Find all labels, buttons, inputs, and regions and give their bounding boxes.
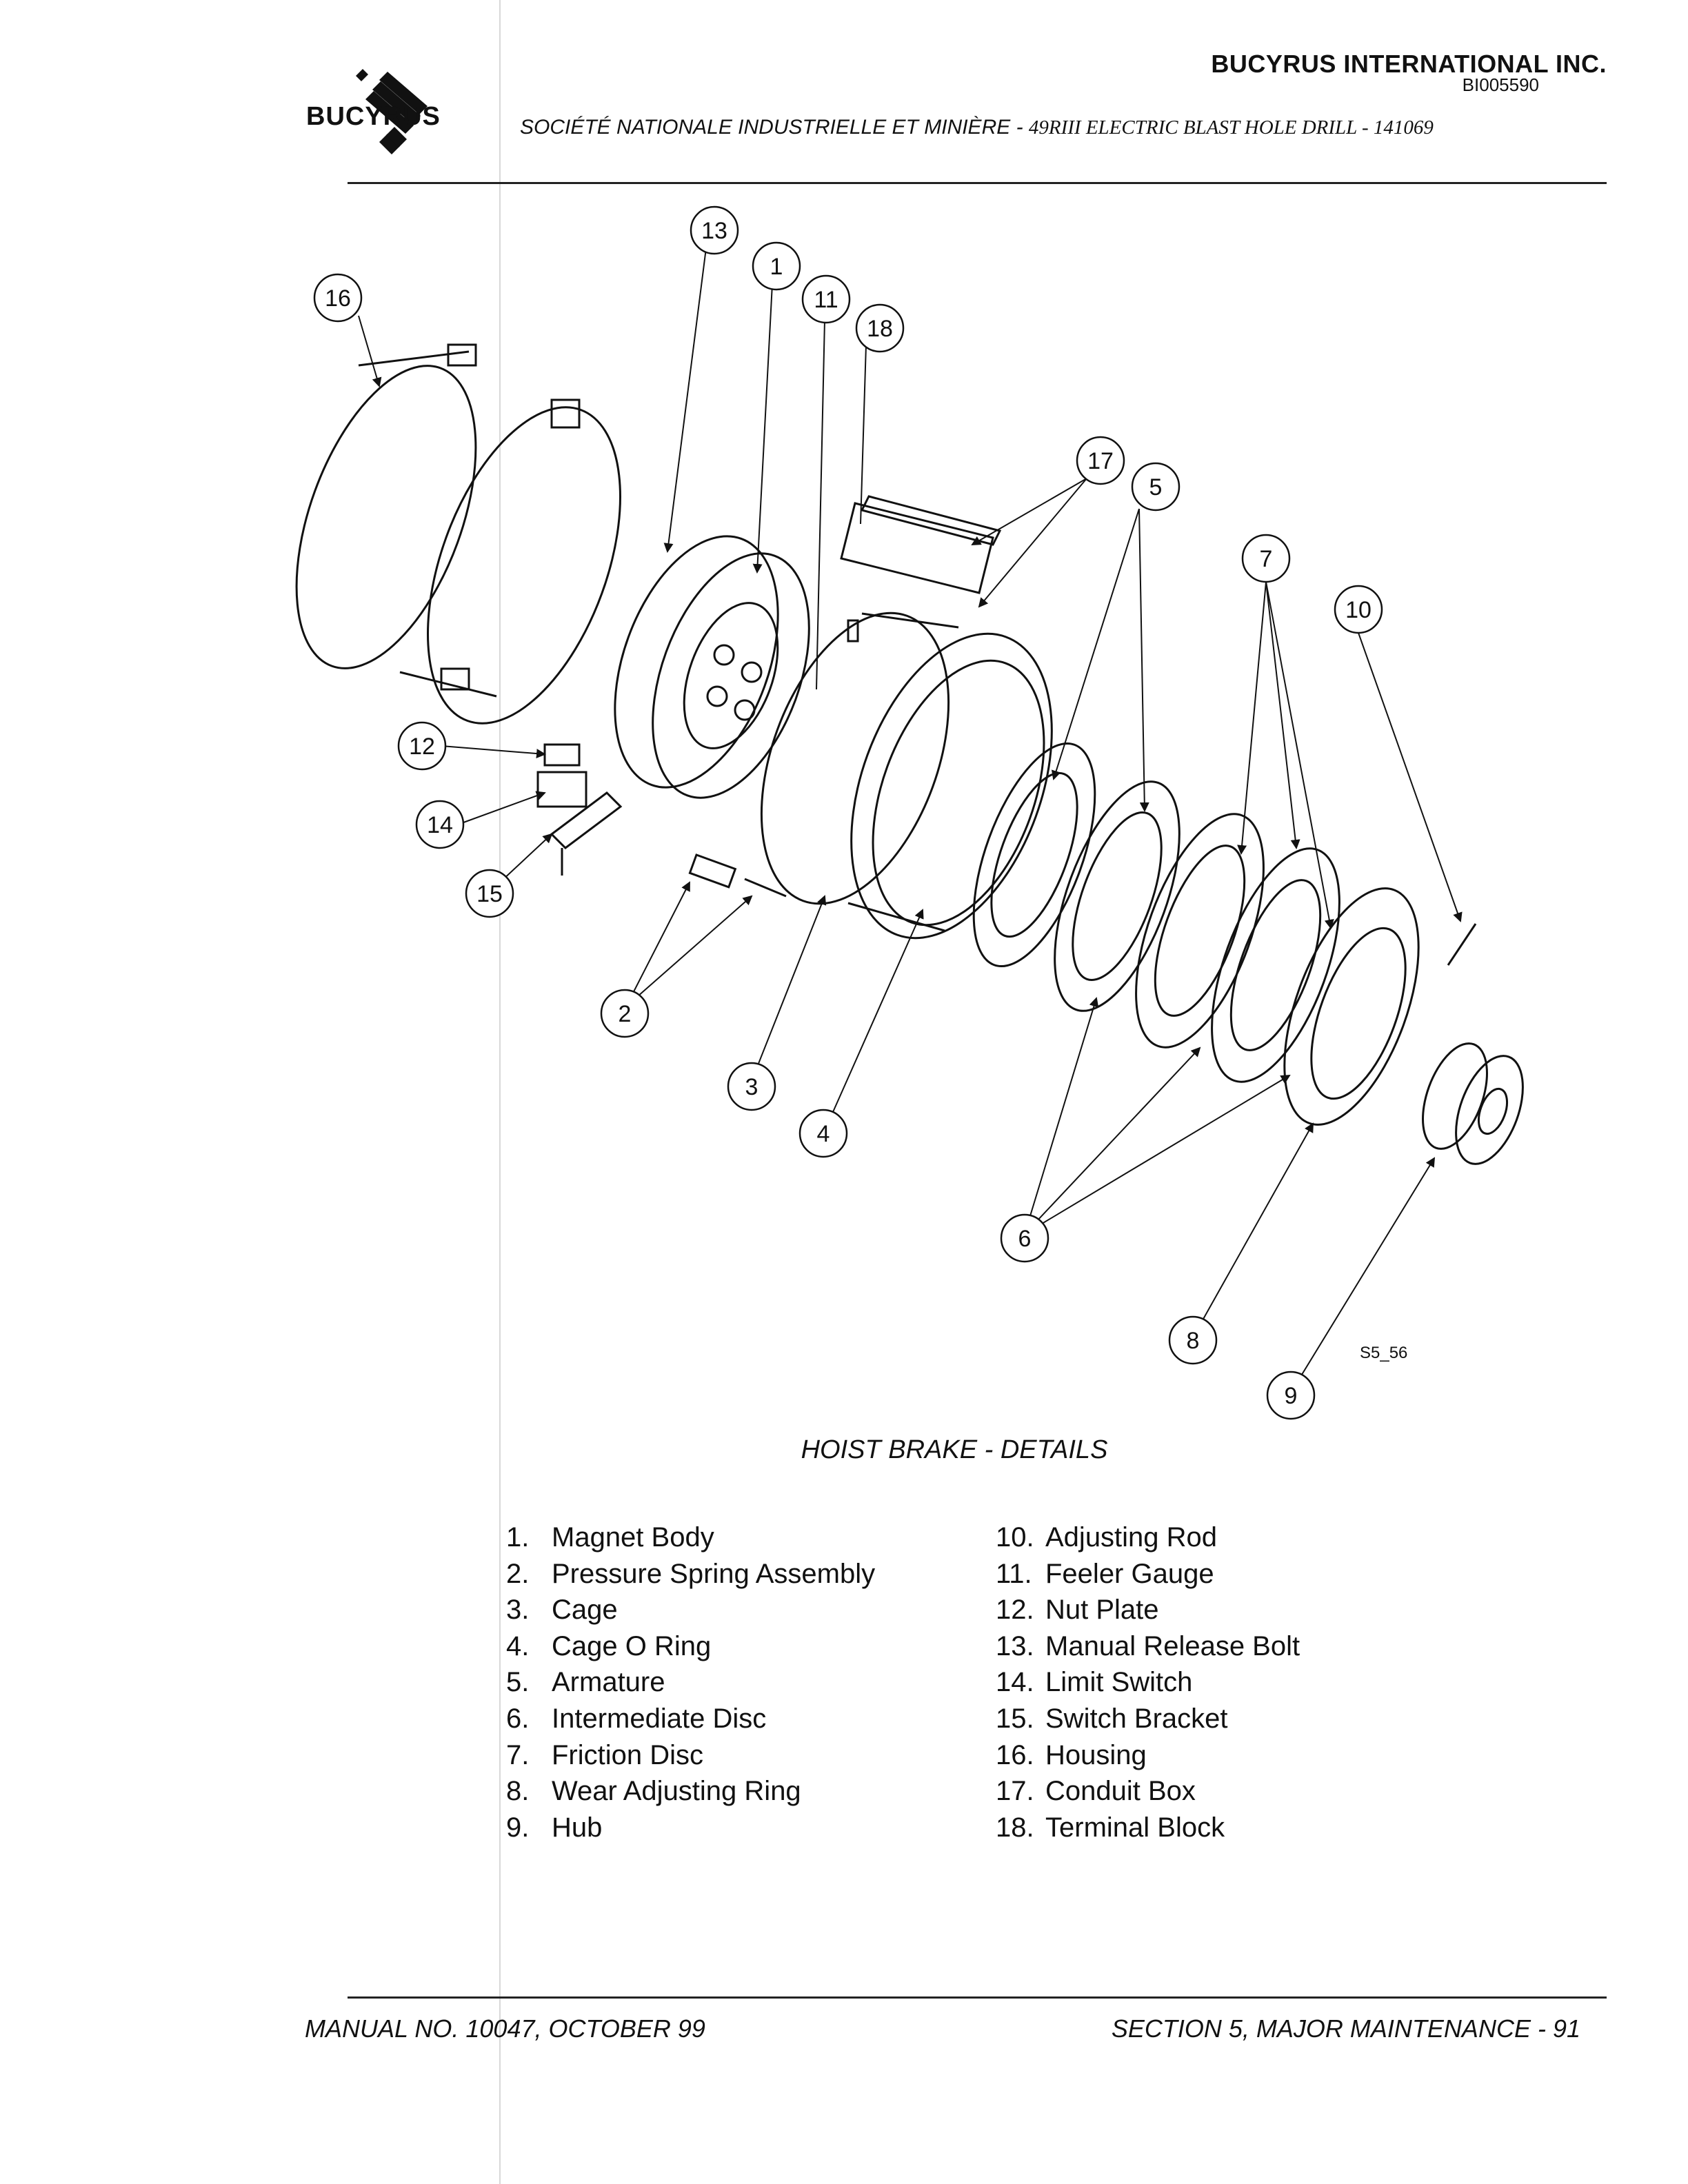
company-name: BUCYRUS INTERNATIONAL INC. [1211,50,1607,78]
svg-text:11: 11 [814,287,838,313]
disc-stack-part [972,742,1340,1083]
callout-7: 7 [1241,534,1291,583]
list-item: 6.Intermediate Disc [506,1703,767,1734]
conduit-box-part [840,495,1002,594]
magnet-body-part [614,535,810,799]
parts-list-right: 10.Adjusting Rod 11.Feeler Gauge 12.Nut … [996,1519,1300,1846]
logo-text: BUCYRUS [306,102,441,131]
list-item: 16.Housing [996,1739,1147,1770]
callout-3: 3 [727,1062,776,1111]
list-item: 4.Cage O Ring [506,1630,712,1661]
svg-text:3: 3 [745,1074,758,1100]
adjusting-rod-part [1447,923,1477,966]
list-item: 3.Cage [506,1595,618,1626]
footer-manual: MANUAL NO. 10047, OCTOBER 99 [305,2014,705,2043]
svg-text:5: 5 [1149,474,1163,501]
scan-artifact-line [499,0,501,2184]
figure-reference: S5_56 [1360,1344,1407,1362]
callout-12: 12 [397,721,447,771]
callout-1: 1 [752,241,801,291]
svg-text:14: 14 [427,812,453,838]
svg-text:15: 15 [476,881,503,907]
list-item: 14.Limit Switch [996,1667,1193,1698]
list-item: 2.Pressure Spring Assembly [506,1558,876,1589]
hub-part [1422,1042,1524,1165]
svg-text:12: 12 [409,734,435,760]
svg-text:10: 10 [1345,597,1372,623]
svg-text:8: 8 [1187,1328,1200,1354]
callout-15: 15 [465,869,514,918]
svg-text:1: 1 [770,254,783,280]
callout-10: 10 [1334,585,1383,634]
callout-6: 6 [1000,1213,1049,1263]
feeler-gauge-part [847,619,859,643]
list-item: 12.Nut Plate [996,1595,1159,1626]
callout-13: 13 [690,205,739,255]
header-rule [348,182,1607,184]
svg-text:16: 16 [325,285,351,312]
svg-text:4: 4 [817,1121,830,1147]
subtitle-main: SOCIÉTÉ NATIONALE INDUSTRIELLE ET MINIÈR… [520,116,1029,139]
svg-text:9: 9 [1285,1383,1298,1409]
footer-section: SECTION 5, MAJOR MAINTENANCE - 91 [1111,2014,1580,2043]
callout-9: 9 [1266,1371,1316,1420]
callout-8: 8 [1168,1315,1218,1365]
subtitle-model: 49RIII ELECTRIC BLAST HOLE DRILL - 14106… [1028,117,1434,139]
list-item: 17.Conduit Box [996,1776,1196,1807]
svg-text:17: 17 [1087,448,1114,474]
list-item: 8.Wear Adjusting Ring [506,1776,801,1807]
bucyrus-logo [297,66,455,170]
document-id: BI005590 [1462,74,1539,95]
footer-rule [348,1996,1607,1999]
cage-part [760,611,1053,940]
svg-text:13: 13 [701,218,727,244]
pressure-spring-part [688,853,787,898]
list-item: 13.Manual Release Bolt [996,1630,1300,1661]
list-item: 7.Friction Disc [506,1739,704,1770]
wear-adjusting-ring-part [1283,887,1420,1126]
list-item: 11.Feeler Gauge [996,1558,1214,1589]
callout-17: 17 [1076,436,1125,485]
parts-list-left: 1.Magnet Body 2.Pressure Spring Assembly… [506,1519,875,1846]
svg-text:2: 2 [619,1001,632,1027]
callout-16: 16 [313,273,363,323]
hoist-brake-diagram: 13 1 11 18 16 17 5 7 10 12 14 15 2 3 4 6… [295,205,1524,1420]
logo-mark-icon [356,69,428,154]
callout-14: 14 [415,800,465,849]
list-item: 18.Terminal Block [996,1812,1225,1843]
list-item: 15.Switch Bracket [996,1703,1228,1734]
svg-text:6: 6 [1018,1226,1032,1252]
figure-caption: HOIST BRAKE - DETAILS [801,1435,1108,1464]
callout-18: 18 [855,303,905,353]
housing-part [295,343,621,725]
callout-bubbles: 13 1 11 18 16 17 5 7 10 12 14 15 2 3 4 6… [313,205,1383,1420]
callout-11: 11 [801,274,851,324]
limit-switch-part [536,743,623,876]
callout-4: 4 [798,1109,848,1158]
svg-text:18: 18 [867,316,893,342]
document-subtitle: SOCIÉTÉ NATIONALE INDUSTRIELLE ET MINIÈR… [520,116,1434,139]
list-item: 10.Adjusting Rod [996,1522,1218,1553]
exploded-view-drawing: 13 1 11 18 16 17 5 7 10 12 14 15 2 3 4 6… [295,205,1524,1420]
svg-text:7: 7 [1260,546,1273,572]
list-item: 9.Hub [506,1812,603,1843]
callout-5: 5 [1131,462,1180,512]
callout-2: 2 [600,989,650,1038]
list-item: 5.Armature [506,1667,665,1698]
list-item: 1.Magnet Body [506,1522,714,1553]
leader-lines [358,247,1463,1393]
